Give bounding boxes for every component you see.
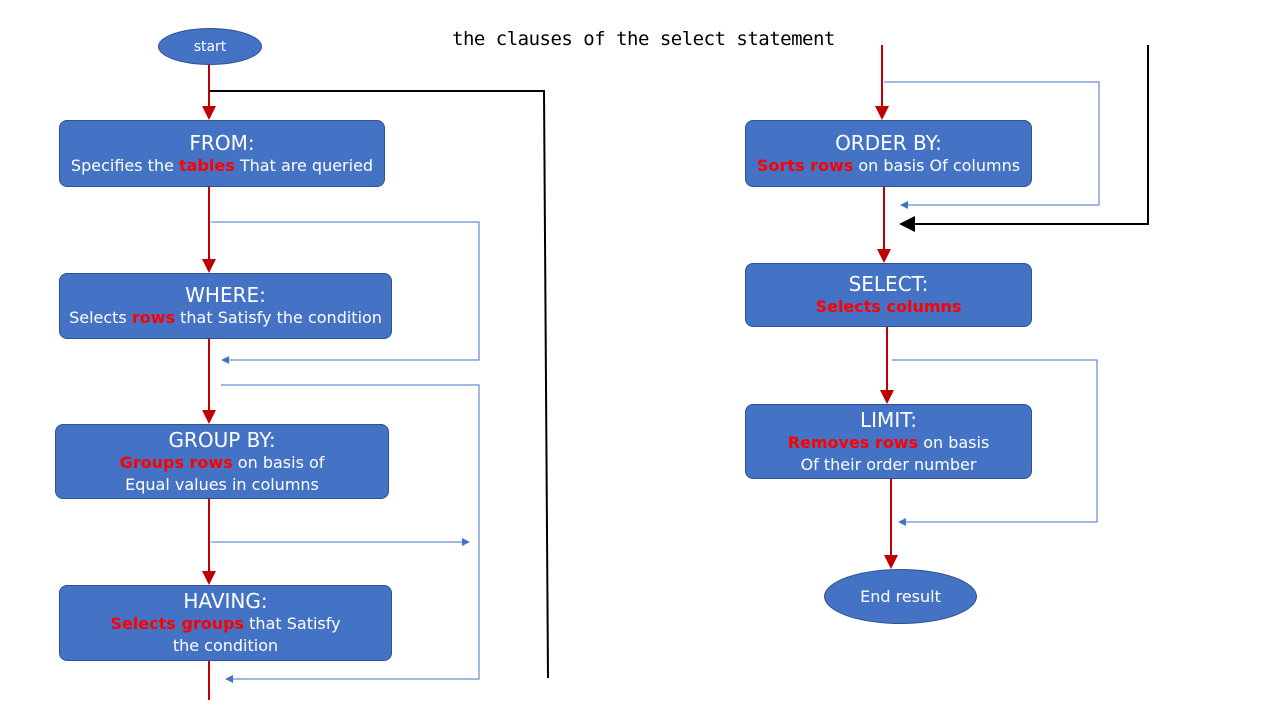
having-box: HAVING: Selects groups that Satisfy the … [59,585,392,661]
select-box: SELECT: Selects columns [745,263,1032,327]
bypass-limit [892,359,1098,526]
from-heading: FROM: [189,130,255,155]
order-by-heading: ORDER BY: [835,130,942,155]
bypass-where [211,221,480,364]
skip-path-left [209,90,549,679]
group-by-box: GROUP BY: Groups rows on basis of Equal … [55,424,389,499]
bypass-having [225,540,480,683]
where-box: WHERE: Selects rows that Satisfy the con… [59,273,392,339]
from-description: Specifies the tables That are queried [70,155,374,175]
limit-description-line1: Removes rows on basis [787,432,990,452]
group-by-description-line1: Groups rows on basis of [119,452,325,472]
having-description-line2: the condition [172,636,279,655]
start-node: start [158,28,262,65]
skip-path-right [899,45,1149,232]
where-description: Selects rows that Satisfy the condition [69,308,382,327]
limit-box: LIMIT: Removes rows on basis Of their or… [745,404,1032,479]
order-by-box: ORDER BY: Sorts rows on basis Of columns [745,120,1032,187]
diagram-title: the clauses of the select statement [452,28,835,50]
having-heading: HAVING: [183,589,268,613]
bypass-groupby [221,384,480,540]
limit-description-line2: Of their order number [800,454,977,474]
from-box: FROM: Specifies the tables That are quer… [59,120,385,187]
select-heading: SELECT: [848,272,929,296]
start-label: start [193,38,227,55]
end-result-node: End result [824,569,977,624]
limit-heading: LIMIT: [860,407,917,432]
order-by-description: Sorts rows on basis Of columns [756,155,1021,175]
having-description-line1: Selects groups that Satisfy [110,614,341,633]
bypass-orderby [884,81,1100,209]
end-result-label: End result [860,587,941,606]
select-description: Selects columns [815,297,962,316]
where-heading: WHERE: [185,283,266,307]
group-by-heading: GROUP BY: [168,427,276,452]
group-by-description-line2: Equal values in columns [125,474,319,494]
